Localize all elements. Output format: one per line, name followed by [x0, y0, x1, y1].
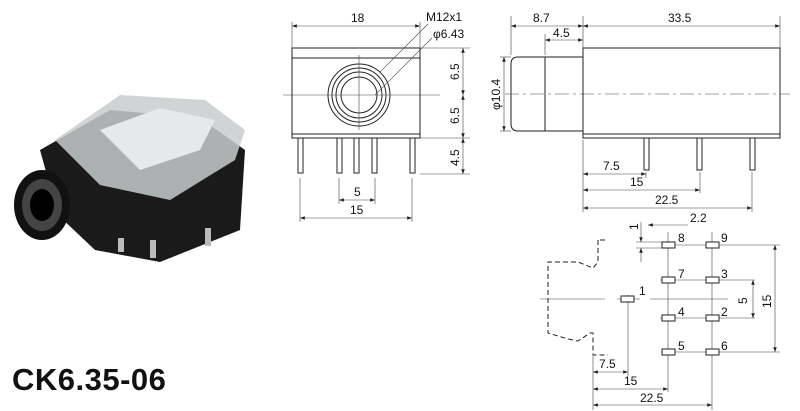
dim-pin2: 15	[630, 175, 644, 189]
dim-row-span: 15	[760, 294, 774, 308]
dim-pin-len: 4.5	[448, 149, 462, 166]
dim-x3: 22.5	[640, 391, 664, 405]
dim-h-lower: 6.5	[448, 107, 462, 124]
dim-pad-h: 1	[627, 223, 641, 230]
pin-label-5: 5	[678, 339, 685, 353]
pin-label-1: 1	[639, 284, 646, 298]
dim-nose-dia: φ10.4	[489, 79, 503, 110]
part-number-title: CK6.35-06	[12, 362, 167, 397]
product-photo	[14, 95, 245, 262]
dim-nose-step: 4.5	[553, 26, 570, 40]
dim-pin-pitch: 5	[354, 185, 361, 199]
dim-row-pitch: 5	[736, 297, 750, 304]
dim-x1: 7.5	[599, 357, 616, 371]
pin-label-6: 6	[721, 339, 728, 353]
front-view: 18 M12x1 φ6.43 6.5 6.5 4.5 5 15	[283, 10, 470, 222]
pin-label-9: 9	[721, 231, 728, 245]
dim-nose-len: 8.7	[533, 11, 550, 25]
dim-width: 18	[351, 11, 365, 25]
thread-label: M12x1	[426, 10, 462, 24]
pin-label-3: 3	[721, 267, 728, 281]
pin-label-8: 8	[678, 231, 685, 245]
pin-label-4: 4	[678, 305, 685, 319]
dim-h-upper: 6.5	[448, 63, 462, 80]
pin-label-7: 7	[678, 267, 685, 281]
side-view: 8.7 4.5 33.5 φ10.4 7.5 15 22.5	[489, 11, 790, 212]
dim-pad-w: 2.2	[690, 211, 707, 225]
pcb-footprint: 1 2 3 4 5 6 7 8 9 2.2 1 5 15 7.5 15 22.5	[540, 211, 780, 410]
bore-label: φ6.43	[433, 27, 464, 41]
dim-x2: 15	[624, 374, 638, 388]
pin-label-2: 2	[721, 305, 728, 319]
dim-pin3: 22.5	[655, 193, 679, 207]
dim-pin1: 7.5	[603, 159, 620, 173]
dim-pin-span: 15	[350, 203, 364, 217]
dim-body-len: 33.5	[668, 11, 692, 25]
